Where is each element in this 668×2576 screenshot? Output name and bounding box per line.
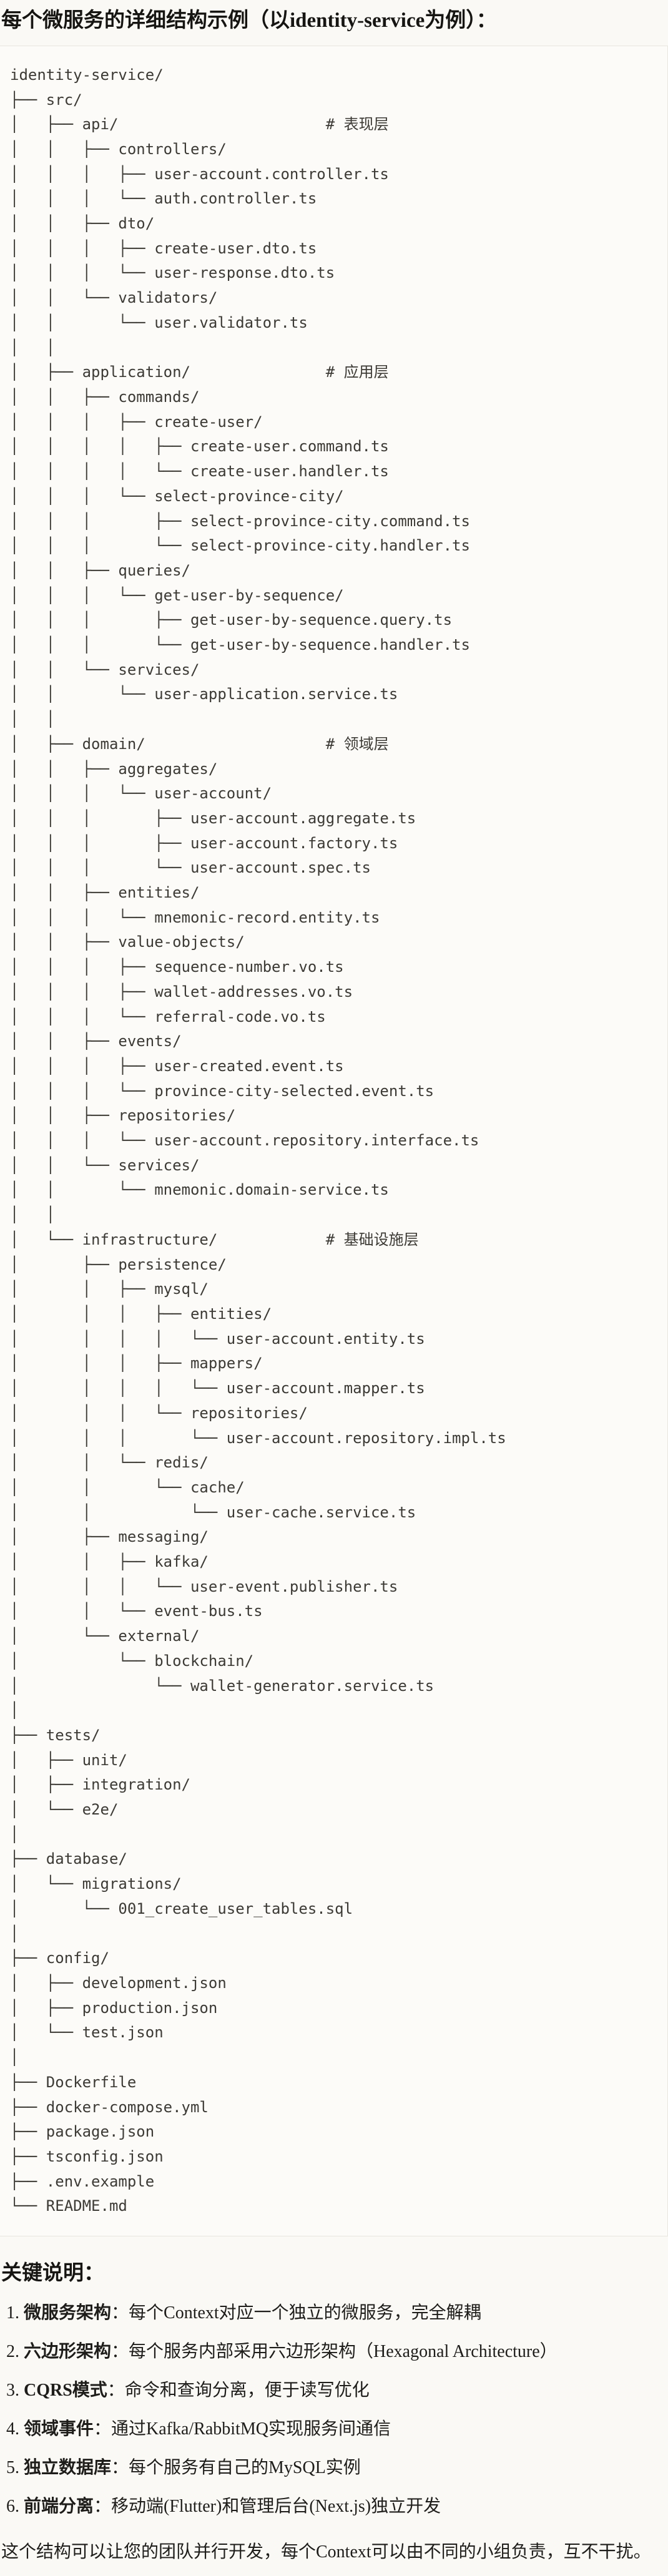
note-label: 领域事件 <box>24 2419 94 2439</box>
note-text: ：每个服务有自己的MySQL实例 <box>111 2458 361 2478</box>
note-text: ：命令和查询分离，便于读写优化 <box>107 2381 370 2401</box>
note-label: 前端分离 <box>24 2497 94 2517</box>
note-number: 2. <box>6 2342 19 2362</box>
note-text: ：每个服务内部采用六边形架构（Hexagonal Architecture） <box>111 2342 557 2362</box>
note-item-2: 2.六边形架构：每个服务内部采用六边形架构（Hexagonal Architec… <box>6 2341 668 2363</box>
document-page: 每个微服务的详细结构示例（以identity-service为例）： ident… <box>0 6 668 2564</box>
note-text: ：移动端(Flutter)和管理后台(Next.js)独立开发 <box>94 2497 441 2517</box>
note-number: 4. <box>6 2419 19 2439</box>
note-label: 微服务架构 <box>24 2303 112 2323</box>
note-item-5: 5.独立数据库：每个服务有自己的MySQL实例 <box>6 2457 668 2479</box>
note-text: ：每个Context对应一个独立的微服务，完全解耦 <box>111 2303 481 2323</box>
note-text: ：通过Kafka/RabbitMQ实现服务间通信 <box>94 2419 391 2439</box>
note-item-6: 6.前端分离：移动端(Flutter)和管理后台(Next.js)独立开发 <box>6 2495 668 2518</box>
notes-list: 1.微服务架构：每个Context对应一个独立的微服务，完全解耦 2.六边形架构… <box>0 2302 668 2518</box>
note-number: 5. <box>6 2458 19 2478</box>
code-block: identity-service/ ├── src/ │ ├── api/ # … <box>0 45 668 2237</box>
page-title: 每个微服务的详细结构示例（以identity-service为例）： <box>1 9 497 32</box>
note-label: CQRS模式 <box>24 2381 107 2401</box>
note-number: 3. <box>6 2381 19 2401</box>
note-label: 六边形架构 <box>24 2342 112 2362</box>
notes-heading: 关键说明： <box>1 2262 104 2285</box>
closing-paragraph: 这个结构可以让您的团队并行开发，每个Context可以由不同的小组负责，互不干扰… <box>1 2542 651 2562</box>
note-item-1: 1.微服务架构：每个Context对应一个独立的微服务，完全解耦 <box>6 2302 668 2324</box>
note-item-3: 3.CQRS模式：命令和查询分离，便于读写优化 <box>6 2379 668 2402</box>
code-tree: identity-service/ ├── src/ │ ├── api/ # … <box>10 66 506 2215</box>
note-number: 6. <box>6 2497 19 2517</box>
note-label: 独立数据库 <box>24 2458 112 2478</box>
note-number: 1. <box>6 2303 19 2323</box>
note-item-4: 4.领域事件：通过Kafka/RabbitMQ实现服务间通信 <box>6 2418 668 2441</box>
